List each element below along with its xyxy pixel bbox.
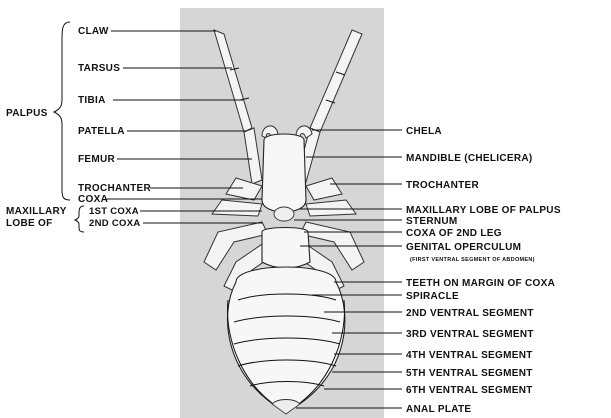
label-lobe-of: LOBE OF — [6, 218, 53, 229]
label-first-coxa: 1ST COXA — [89, 206, 139, 217]
label-maxillary: MAXILLARY — [6, 206, 67, 217]
label-trochanter-right: TROCHANTER — [406, 180, 479, 191]
label-6th-ventral-segment: 6TH VENTRAL SEGMENT — [406, 385, 533, 396]
label-claw: CLAW — [78, 26, 109, 37]
sternum-shape — [274, 207, 294, 221]
label-maxillary-lobe-of-palpus: MAXILLARY LOBE OF PALPUS — [406, 205, 561, 216]
maxillary-brace — [75, 206, 84, 232]
label-genital-operculum: GENITAL OPERCULUM — [406, 242, 521, 253]
label-2nd-ventral-segment: 2ND VENTRAL SEGMENT — [406, 308, 534, 319]
label-genital-operculum-note: (FIRST VENTRAL SEGMENT OF ABDOMEN) — [410, 257, 535, 263]
label-coxa-of-2nd-leg: COXA OF 2ND LEG — [406, 228, 502, 239]
label-second-coxa: 2ND COXA — [89, 218, 141, 229]
label-5th-ventral-segment: 5TH VENTRAL SEGMENT — [406, 368, 533, 379]
label-anal-plate: ANAL PLATE — [406, 404, 471, 415]
label-chela: CHELA — [406, 126, 442, 137]
label-coxa: COXA — [78, 194, 108, 205]
genital-operculum-shape — [262, 228, 310, 269]
label-sternum: STERNUM — [406, 216, 458, 227]
label-tibia: TIBIA — [78, 95, 106, 106]
label-tarsus: TARSUS — [78, 63, 120, 74]
label-mandible: MANDIBLE (CHELICERA) — [406, 153, 533, 164]
palpus-brace — [54, 22, 70, 200]
label-spiracle: SPIRACLE — [406, 291, 459, 302]
label-trochanter-left: TROCHANTER — [78, 183, 151, 194]
label-teeth-on-margin-of-coxa: TEETH ON MARGIN OF COXA — [406, 278, 555, 289]
label-patella: PATELLA — [78, 126, 125, 137]
label-palpus: PALPUS — [6, 108, 48, 119]
label-femur: FEMUR — [78, 154, 116, 165]
label-3rd-ventral-segment: 3RD VENTRAL SEGMENT — [406, 329, 534, 340]
label-4th-ventral-segment: 4TH VENTRAL SEGMENT — [406, 350, 533, 361]
cephalothorax — [262, 134, 306, 212]
